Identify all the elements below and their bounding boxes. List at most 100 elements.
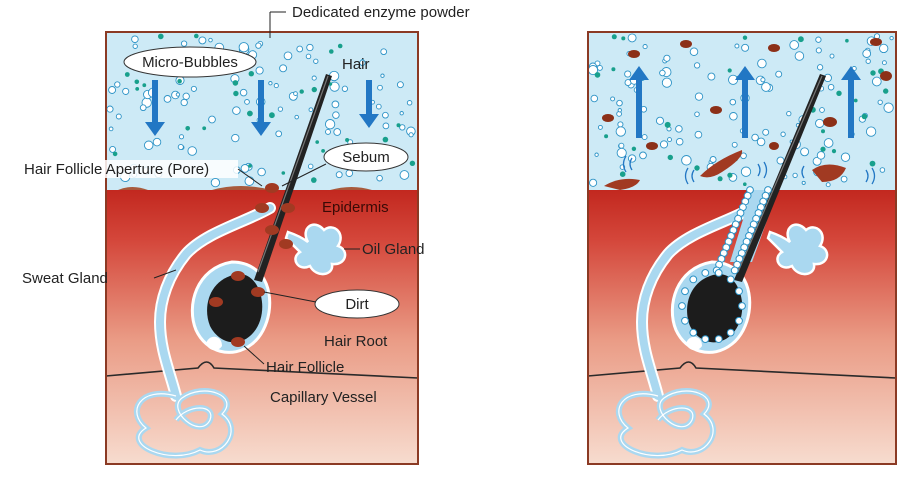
enzyme-particle [727, 172, 733, 178]
enzyme-particle [247, 110, 253, 117]
micro-bubble [399, 124, 406, 131]
follicle-bubble [701, 269, 710, 277]
enzyme-particle [821, 129, 825, 134]
micro-bubble [108, 86, 117, 94]
micro-bubble [627, 33, 637, 43]
micro-bubble [865, 126, 877, 137]
left-hair-shaft-highlight [257, 75, 329, 273]
label-hair: Hair [342, 56, 370, 73]
micro-bubble [180, 40, 188, 47]
micro-bubble [359, 59, 366, 66]
enzyme-particle [845, 38, 849, 43]
micro-bubble [311, 75, 317, 81]
label-hair-follicle: Hair Follicle [266, 359, 344, 376]
micro-bubble [132, 43, 138, 49]
micro-bubble [655, 116, 665, 125]
enzyme-particle [135, 87, 140, 91]
micro-bubble [610, 96, 616, 102]
follicle-bubble [735, 316, 743, 325]
right-lifted-dirt [602, 38, 892, 190]
enzyme-particle [870, 70, 876, 76]
micro-bubble [380, 48, 388, 56]
micro-bubble [268, 81, 273, 86]
follicle-bubble [701, 335, 710, 344]
micro-bubble [597, 124, 603, 130]
micro-bubble [139, 104, 147, 112]
micro-bubbles-oval [123, 46, 257, 78]
micro-bubble [143, 140, 154, 151]
micro-bubble [693, 62, 701, 69]
enzyme-particle [311, 177, 317, 183]
micro-bubble [293, 91, 298, 96]
micro-bubble [729, 98, 737, 106]
micro-bubble [661, 77, 672, 88]
micro-bubble [792, 172, 798, 179]
micro-bubble [789, 40, 800, 50]
enzyme-particle [233, 90, 239, 97]
micro-bubble [883, 102, 894, 113]
micro-bubble [642, 44, 648, 50]
micro-bubble [375, 103, 382, 110]
micro-bubble [734, 43, 740, 49]
follicle-bubble [689, 275, 698, 284]
micro-bubble [881, 60, 887, 66]
micro-bubble [816, 151, 826, 160]
micro-bubble [313, 58, 319, 64]
micro-bubble [232, 106, 241, 115]
micro-bubble [780, 131, 786, 137]
micro-bubble [709, 156, 717, 163]
label-pore: Hair Follicle Aperture (Pore) [24, 161, 209, 178]
micro-bubble [277, 106, 284, 112]
micro-bubble [187, 146, 197, 156]
micro-bubble [762, 128, 770, 136]
micro-bubble [244, 176, 255, 186]
micro-bubble [827, 83, 835, 91]
micro-bubble [231, 133, 240, 143]
micro-bubble [589, 178, 598, 187]
label-sebum: Sebum [342, 149, 390, 166]
enzyme-particle [611, 67, 616, 72]
micro-bubble [596, 64, 603, 71]
micro-bubble [659, 69, 666, 77]
micro-bubble [707, 72, 716, 81]
follicle-bubble [726, 328, 735, 337]
micro-bubble [667, 137, 672, 143]
micro-bubble [198, 36, 207, 45]
left-hair-root [207, 274, 263, 343]
right-capillary-line [587, 361, 897, 379]
enzyme-particle [883, 88, 889, 94]
left-capillary-line [105, 361, 419, 379]
label-oil-gland: Oil Gland [362, 241, 425, 258]
micro-bubble [308, 107, 314, 113]
micro-bubble [396, 81, 404, 89]
right-papilla [686, 336, 702, 351]
enzyme-particle [281, 171, 286, 175]
micro-bubble [294, 114, 299, 120]
enzyme-particle [727, 68, 732, 73]
follicle-bubble [678, 302, 686, 310]
micro-bubble [208, 115, 216, 124]
left-downward-arrows [145, 80, 379, 136]
enzyme-particle [621, 36, 626, 41]
label-enzyme-powder: Dedicated enzyme powder [292, 4, 470, 21]
micro-bubble [862, 49, 872, 58]
label-micro-bubbles: Micro-Bubbles [142, 54, 238, 71]
micro-bubble [618, 142, 625, 149]
left-papilla [206, 336, 222, 351]
micro-bubble [815, 118, 825, 128]
enzyme-particle [337, 43, 343, 49]
micro-bubble [115, 113, 122, 120]
micro-bubble [819, 107, 825, 113]
micro-bubble [152, 137, 162, 147]
micro-bubble [829, 53, 835, 59]
left-sweat-gland [133, 202, 276, 459]
micro-bubble [329, 81, 340, 92]
micro-bubble [131, 35, 139, 43]
left-oil-gland [284, 223, 347, 276]
enzyme-particle [694, 165, 700, 171]
enzyme-particle [820, 146, 826, 152]
micro-bubble [879, 167, 886, 173]
micro-bubble [639, 151, 647, 160]
enzyme-particle [232, 80, 239, 86]
